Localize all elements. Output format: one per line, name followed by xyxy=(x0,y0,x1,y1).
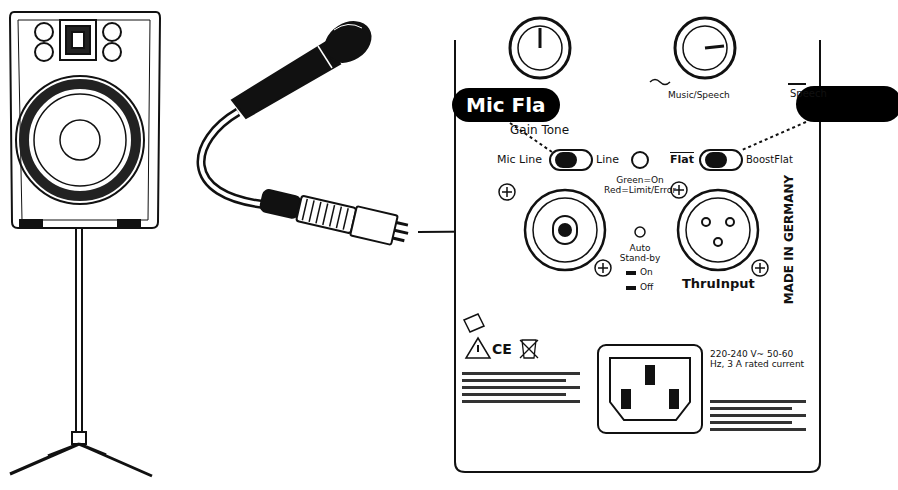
rating-label: 220-240 V~ 50-60 Hz, 3 A rated current xyxy=(710,350,810,370)
ce-mark: CE xyxy=(492,342,512,357)
microphone xyxy=(201,14,378,205)
switch-state: On xyxy=(640,268,653,278)
led-label: Green=On Red=Limit/Error xyxy=(604,176,676,196)
rear-panel xyxy=(455,18,820,472)
switch-state: Off xyxy=(640,283,653,293)
speaker xyxy=(10,12,160,476)
switch-label: Flat xyxy=(670,154,694,166)
knob-label: Speech xyxy=(790,88,827,99)
connector-label: ThruInput xyxy=(682,277,755,291)
standby-label: Auto Stand-by xyxy=(614,244,666,264)
callout-bubble: Mic Fla xyxy=(452,88,560,122)
knob-label: Music/Speech xyxy=(668,91,730,101)
switch-label: Mic Line xyxy=(497,154,542,166)
xlr-plug xyxy=(259,185,412,248)
origin-mark: MADE IN GERMANY xyxy=(783,175,796,305)
callout-text: Mic Fla xyxy=(466,93,546,117)
switch-label: Line xyxy=(596,154,619,166)
knob-label: Gain Tone xyxy=(510,124,569,137)
leader-line xyxy=(742,122,806,150)
switch-label: BoostFlat xyxy=(746,154,793,165)
